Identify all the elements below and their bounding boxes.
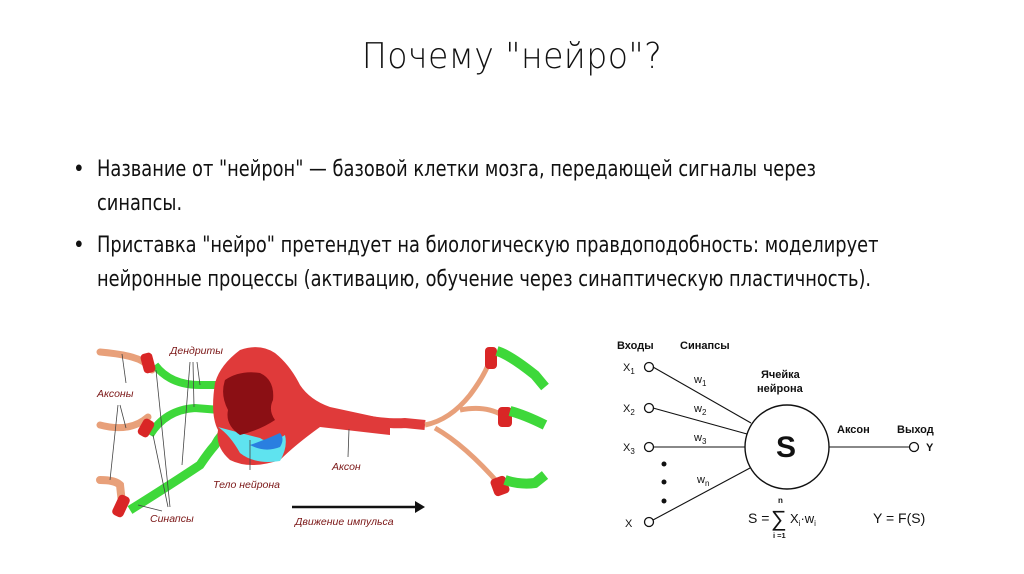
sum-symbol: S: [776, 431, 796, 464]
label-axon: Аксон: [837, 424, 870, 436]
bullet-text: Название от "нейрон" — базовой клетки мо…: [97, 157, 817, 216]
label-cell-body: Тело нейрона: [213, 479, 280, 491]
svg-text:∑: ∑: [771, 506, 787, 531]
slide-title: Почему "нейро"?: [361, 36, 663, 77]
svg-text:w1: w1: [693, 374, 707, 388]
bullet-list: Название от "нейрон" — базовой клетки мо…: [70, 153, 910, 305]
sum-upper: n: [778, 496, 783, 505]
svg-text:X: X: [625, 518, 633, 530]
label-cell: Ячейка: [761, 369, 801, 381]
output-formula: Y = F(S): [873, 510, 925, 526]
bullet-item: Название от "нейрон" — базовой клетки мо…: [70, 153, 910, 221]
svg-text:w2: w2: [693, 403, 707, 417]
label-synapses: Синапсы: [680, 340, 730, 352]
label-axon: Аксон: [331, 461, 361, 473]
label-impulse: Движение импульса: [294, 516, 394, 528]
label-inputs: Входы: [617, 340, 654, 352]
bullet-item: Приставка "нейро" претендует на биологич…: [70, 229, 910, 297]
bullet-text: Приставка "нейро" претендует на биологич…: [97, 233, 879, 292]
svg-text:X1: X1: [623, 362, 635, 376]
label-cell-2: нейрона: [757, 383, 804, 395]
svg-text:wn: wn: [696, 474, 709, 488]
label-axons: Аксоны: [96, 388, 134, 400]
svg-text:w3: w3: [693, 432, 707, 446]
svg-text:Xi·wi: Xi·wi: [790, 511, 816, 528]
label-output-var: Y: [926, 442, 934, 454]
label-dendrites: Дендриты: [169, 345, 223, 357]
sum-lower: i =1: [773, 531, 786, 540]
label-synapses: Синапсы: [150, 513, 194, 525]
svg-text:X3: X3: [623, 442, 635, 456]
label-output: Выход: [897, 424, 934, 436]
biological-neuron-diagram: Дендриты Аксоны Синапсы Тело нейрона Акс…: [96, 345, 549, 528]
svg-text:X2: X2: [623, 403, 635, 417]
artificial-neuron-diagram: Входы Синапсы Ячейка нейрона Аксон Выход…: [617, 340, 934, 540]
svg-text:S =: S =: [748, 510, 769, 526]
